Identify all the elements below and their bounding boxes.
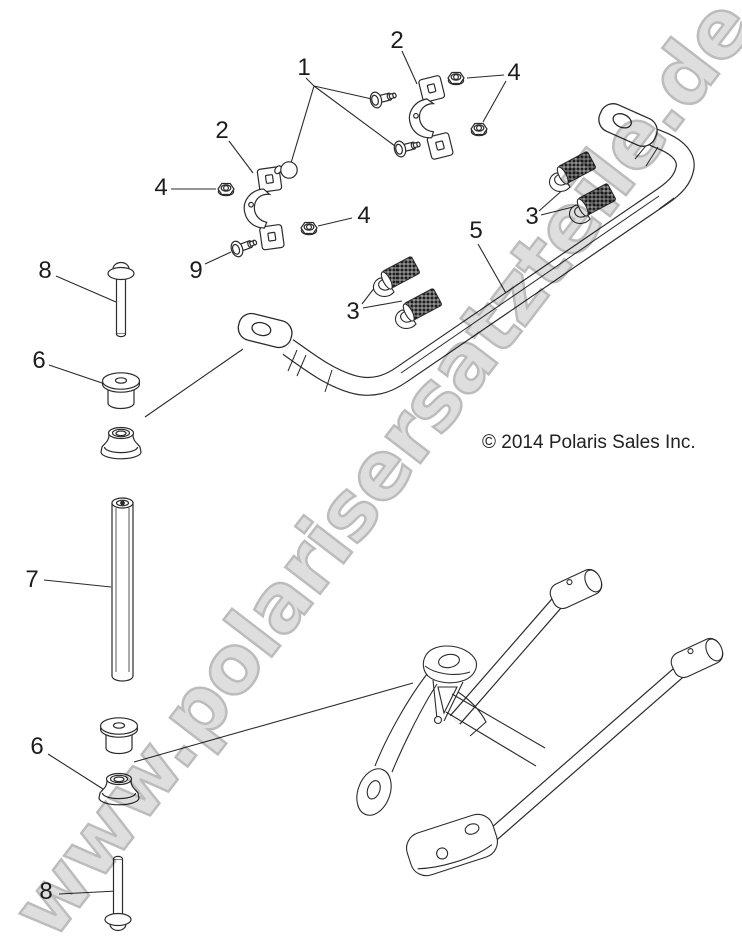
callout-2-left: 2: [215, 117, 229, 144]
nut-4c: [217, 182, 235, 197]
bushing-cup-top: [100, 426, 142, 460]
bushing-clamp-3d: [568, 182, 617, 225]
callout-2-top: 2: [390, 27, 404, 54]
nut-4b: [470, 122, 488, 137]
stabilizer-bar: [237, 103, 695, 396]
leader-lines: [43, 50, 586, 895]
callout-1: 1: [297, 54, 311, 81]
callout-3-mid: 3: [346, 298, 360, 325]
callout-3-right: 3: [525, 203, 539, 230]
nut-4a: [447, 71, 465, 86]
bolt-1c: [274, 161, 298, 179]
link-bolt-top: [107, 261, 135, 338]
bolt-1a: [368, 86, 399, 110]
bushing-clamp-3b: [394, 287, 443, 330]
callout-8-bottom: 8: [39, 878, 53, 905]
bushing-flanged-bottom: [99, 717, 139, 755]
callout-4-left: 4: [154, 174, 168, 201]
bolt-1b: [392, 135, 423, 159]
nut-4d: [300, 221, 318, 236]
spacer-tube-7: [111, 497, 134, 682]
callout-8-top: 8: [38, 257, 52, 284]
bushing-clamp-3a: [372, 255, 421, 298]
callout-6-bottom: 6: [30, 733, 44, 760]
bushing-clamp-3c: [548, 150, 597, 193]
callout-5: 5: [469, 217, 483, 244]
callout-9: 9: [189, 257, 203, 284]
bushing-cup-bottom: [98, 772, 140, 806]
callout-4-mid: 4: [357, 202, 371, 229]
callout-7: 7: [25, 566, 39, 593]
copyright-text: © 2014 Polaris Sales Inc.: [482, 432, 696, 453]
bushing-flanged-top: [101, 372, 141, 410]
control-arm: [356, 565, 728, 877]
bolt-9: [228, 233, 260, 259]
link-bolt-bottom: [104, 855, 132, 932]
callout-6-top: 6: [32, 347, 46, 374]
callout-4-top: 4: [507, 59, 521, 86]
